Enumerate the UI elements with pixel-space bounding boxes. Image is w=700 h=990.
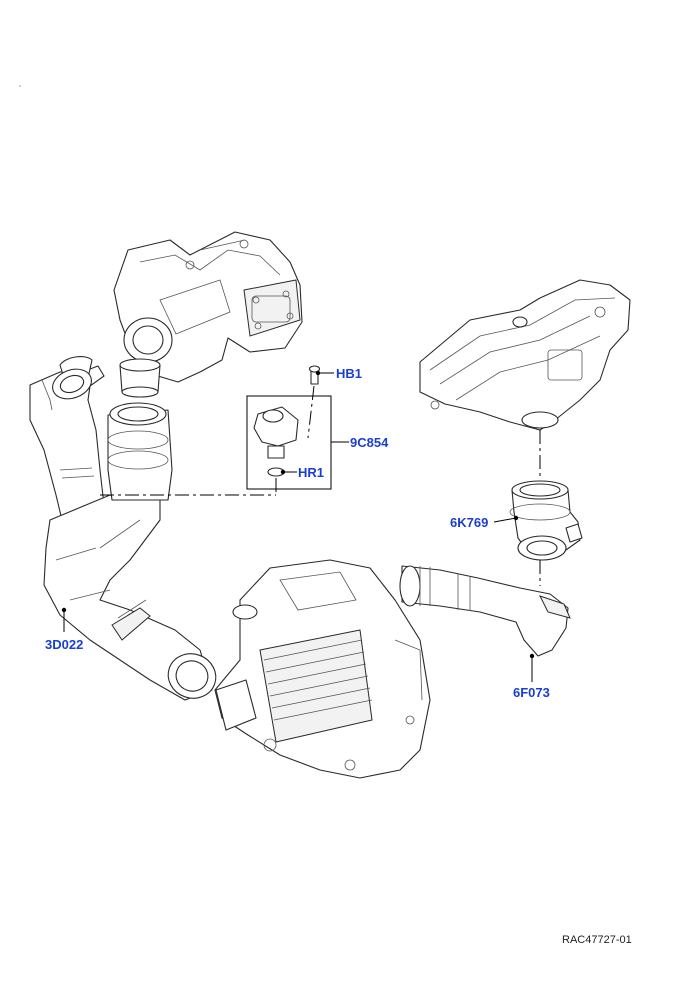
diagram-reference-number: RAC47727-01 — [562, 934, 632, 946]
intake-manifold — [419, 279, 631, 431]
centerline-screw — [307, 385, 315, 439]
connector-6k769 — [509, 480, 583, 561]
callout-6k769: 6K769 — [450, 515, 489, 530]
callout-hr1: HR1 — [298, 465, 325, 480]
callout-3d022: 3D022 — [45, 637, 84, 652]
callout-hb1: HB1 — [336, 366, 363, 381]
leader-lines — [61, 370, 535, 682]
turbocharger-assembly — [113, 231, 303, 398]
outlet-hose-6f073 — [399, 565, 571, 657]
corner-mark — [19, 85, 21, 87]
callout-6f073: 6F073 — [513, 685, 550, 700]
callout-9c854: 9C854 — [350, 435, 389, 450]
intercooler-assembly — [214, 559, 431, 779]
charge-air-hose-3d022 — [29, 356, 217, 701]
